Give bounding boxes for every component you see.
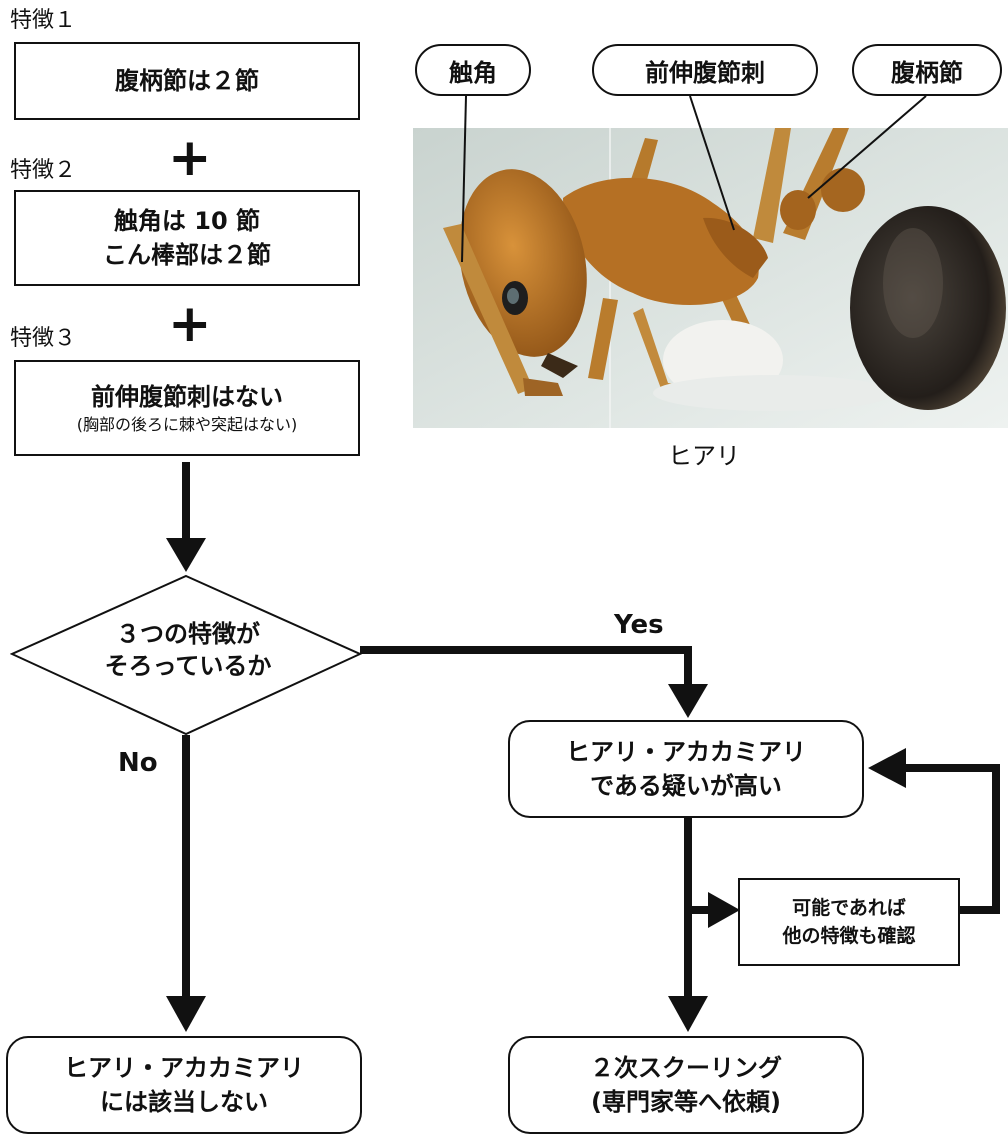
secondary-line-1: ２次スクーリング: [590, 1054, 782, 1082]
suspect-line-2: である疑いが高い: [590, 772, 782, 800]
callout-leaders: [461, 95, 927, 263]
arrowhead-to-note: [708, 892, 740, 928]
secondary-screening-box: ２次スクーリング (専門家等へ依頼): [508, 1036, 864, 1134]
feature-3-subtext: (胸部の後ろに棘や突起はない): [76, 415, 298, 434]
decision-text: ３つの特徴が そろっているか: [70, 618, 306, 682]
check-note-line-2: 他の特徴も確認: [782, 925, 916, 947]
no-label: No: [118, 748, 158, 778]
arrowhead-no: [166, 996, 206, 1032]
not-applicable-line-2: には該当しない: [100, 1088, 268, 1116]
arrowhead-to-secondary: [668, 996, 708, 1032]
leader-propodeal-spine: [689, 95, 735, 231]
leader-petiole: [807, 95, 927, 199]
plus-sign-1: +: [168, 128, 212, 188]
check-note-line-1: 可能であれば: [792, 897, 906, 919]
decision-text-line-1: ３つの特徴が: [116, 620, 260, 648]
arrowhead-to-decision: [166, 538, 206, 572]
feature-3-label: 特徴３: [10, 326, 77, 351]
feature-2-text-line-2: こん棒部は２節: [103, 241, 271, 269]
arrow-loop-back: [900, 764, 1000, 914]
not-applicable-box: ヒアリ・アカカミアリ には該当しない: [6, 1036, 362, 1134]
arrowhead-loop-back: [868, 748, 906, 788]
decision-diamond: [10, 574, 362, 736]
callout-propodeal-spine: 前伸腹節刺: [592, 44, 818, 96]
arrow-yes: [360, 646, 692, 690]
suspect-line-1: ヒアリ・アカカミアリ: [566, 738, 806, 766]
yes-label: Yes: [614, 610, 664, 640]
fire-ant-photo: [413, 128, 1008, 428]
decision-text-line-2: そろっているか: [104, 652, 272, 680]
feature-1-text: 腹柄節は２節: [115, 67, 259, 95]
arrowhead-yes: [668, 684, 708, 718]
feature-2-box: 触角は 10 節 こん棒部は２節: [14, 190, 360, 286]
secondary-line-2: (専門家等へ依頼): [591, 1088, 781, 1116]
feature-1-label: 特徴１: [10, 8, 77, 33]
feature-1-box: 腹柄節は２節: [14, 42, 360, 120]
callout-petiole: 腹柄節: [852, 44, 1002, 96]
feature-2-label: 特徴２: [10, 158, 77, 183]
plus-sign-2: +: [168, 294, 212, 354]
feature-2-text-line-1: 触角は 10 節: [113, 207, 261, 235]
suspect-box: ヒアリ・アカカミアリ である疑いが高い: [508, 720, 864, 818]
feature-3-box: 前伸腹節刺はない (胸部の後ろに棘や突起はない): [14, 360, 360, 456]
feature-3-text: 前伸腹節刺はない: [91, 383, 283, 411]
leader-antenna: [461, 95, 467, 263]
photo-caption: ヒアリ: [668, 442, 740, 470]
not-applicable-line-1: ヒアリ・アカカミアリ: [64, 1054, 304, 1082]
check-note-box: 可能であれば 他の特徴も確認: [738, 878, 960, 966]
callout-antenna: 触角: [415, 44, 531, 96]
